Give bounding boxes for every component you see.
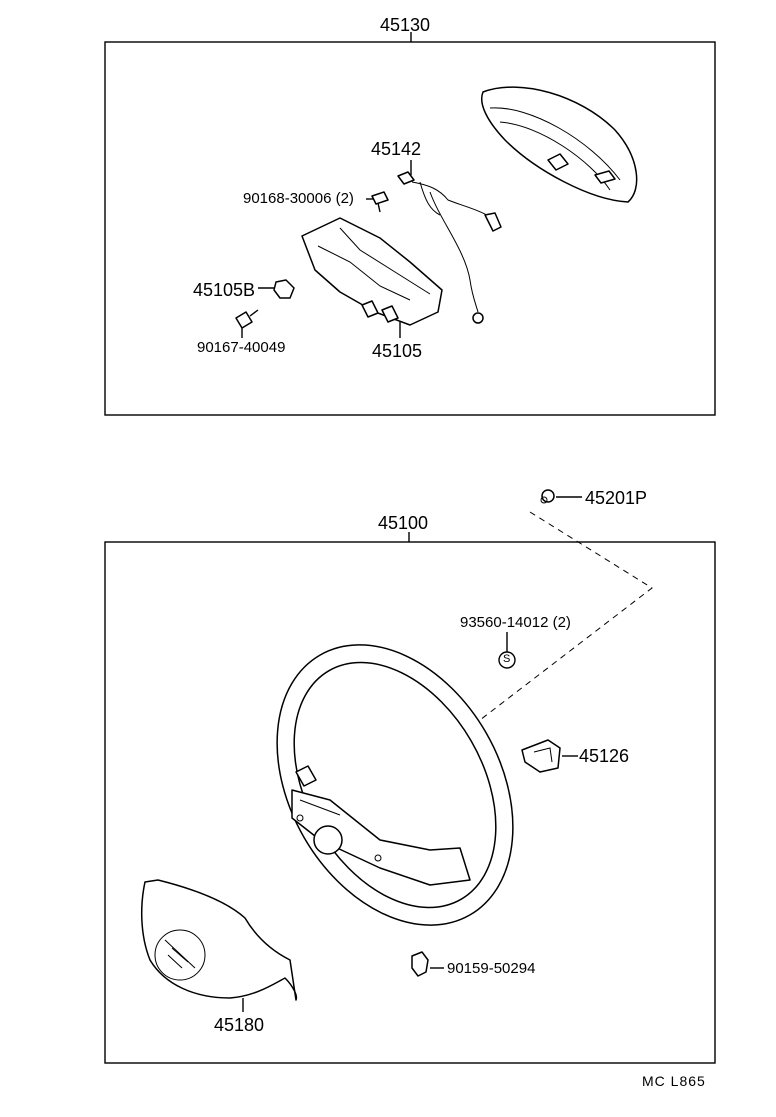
part-label-45201P: 45201P: [585, 488, 648, 508]
lower-frame: [104, 541, 716, 1064]
pad-bracket-illustration: [301, 217, 443, 338]
part-label-90159-50294: 90159-50294: [447, 960, 536, 977]
screw-symbol-circle: [498, 651, 516, 669]
part-label-45126: 45126: [579, 746, 630, 766]
horn-pad-illustration: [481, 86, 638, 203]
cover-illustration: [140, 879, 298, 1012]
diagram-reference-code: MC L865: [642, 1073, 706, 1089]
part-label-45180: 45180: [214, 1015, 265, 1035]
nut-illustration: [258, 279, 295, 299]
upper-frame: [104, 41, 716, 416]
emblem-illustration: [540, 489, 582, 504]
clip-illustration: [521, 739, 578, 773]
steering-wheel-illustration: [276, 644, 514, 926]
upper-assembly-label: 45130: [380, 15, 431, 35]
part-label-93560-14012: 93560-14012 (2): [460, 614, 571, 631]
wire-harness-illustration: [397, 160, 502, 324]
bolt-upper-illustration: [366, 191, 389, 213]
bolt-lower-illustration: [235, 309, 259, 338]
screw-symbol-letter: S: [503, 653, 511, 665]
bolt-lower-group-illustration: [411, 951, 444, 977]
part-label-45142: 45142: [371, 139, 422, 159]
part-label-90167-40049: 90167-40049: [197, 339, 286, 356]
lower-assembly-label: 45100: [378, 513, 429, 533]
part-label-45105B: 45105B: [193, 280, 256, 300]
emblem-dashed-leader: [479, 511, 653, 721]
part-label-45105: 45105: [372, 341, 423, 361]
part-label-90168-30006: 90168-30006 (2): [243, 190, 354, 207]
